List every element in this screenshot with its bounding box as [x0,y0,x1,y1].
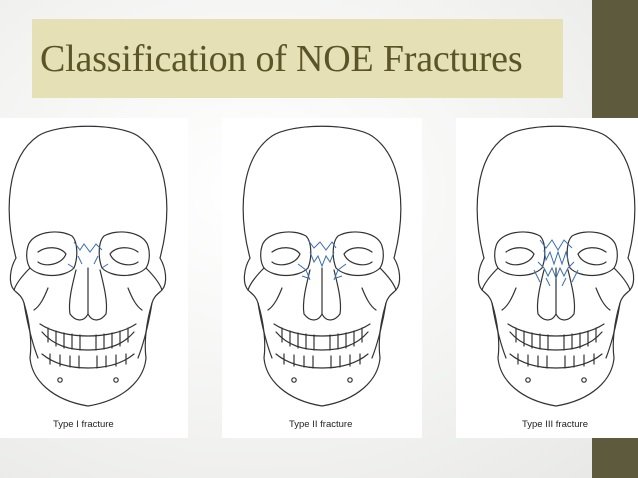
skull-type-3 [455,118,638,438]
slide-title: Classification of NOE Fractures [40,38,523,80]
caption-type-2: Type II fracture [289,419,353,430]
title-box: Classification of NOE Fractures [32,19,563,98]
caption-type-1: Type I fracture [53,419,114,430]
fracture-lines-type-2 [297,239,347,281]
fracture-lines-type-3 [533,239,579,287]
caption-type-3: Type III fracture [522,419,588,430]
skull-figure: Type I fracture Type II fracture Type II… [0,118,638,438]
skull-type-2 [221,118,423,438]
skull-type-1 [0,118,189,438]
fracture-lines-type-1 [67,241,109,269]
accent-bar-bottom [592,434,638,478]
skull-illustrations [0,118,638,438]
accent-bar-top [592,0,638,118]
